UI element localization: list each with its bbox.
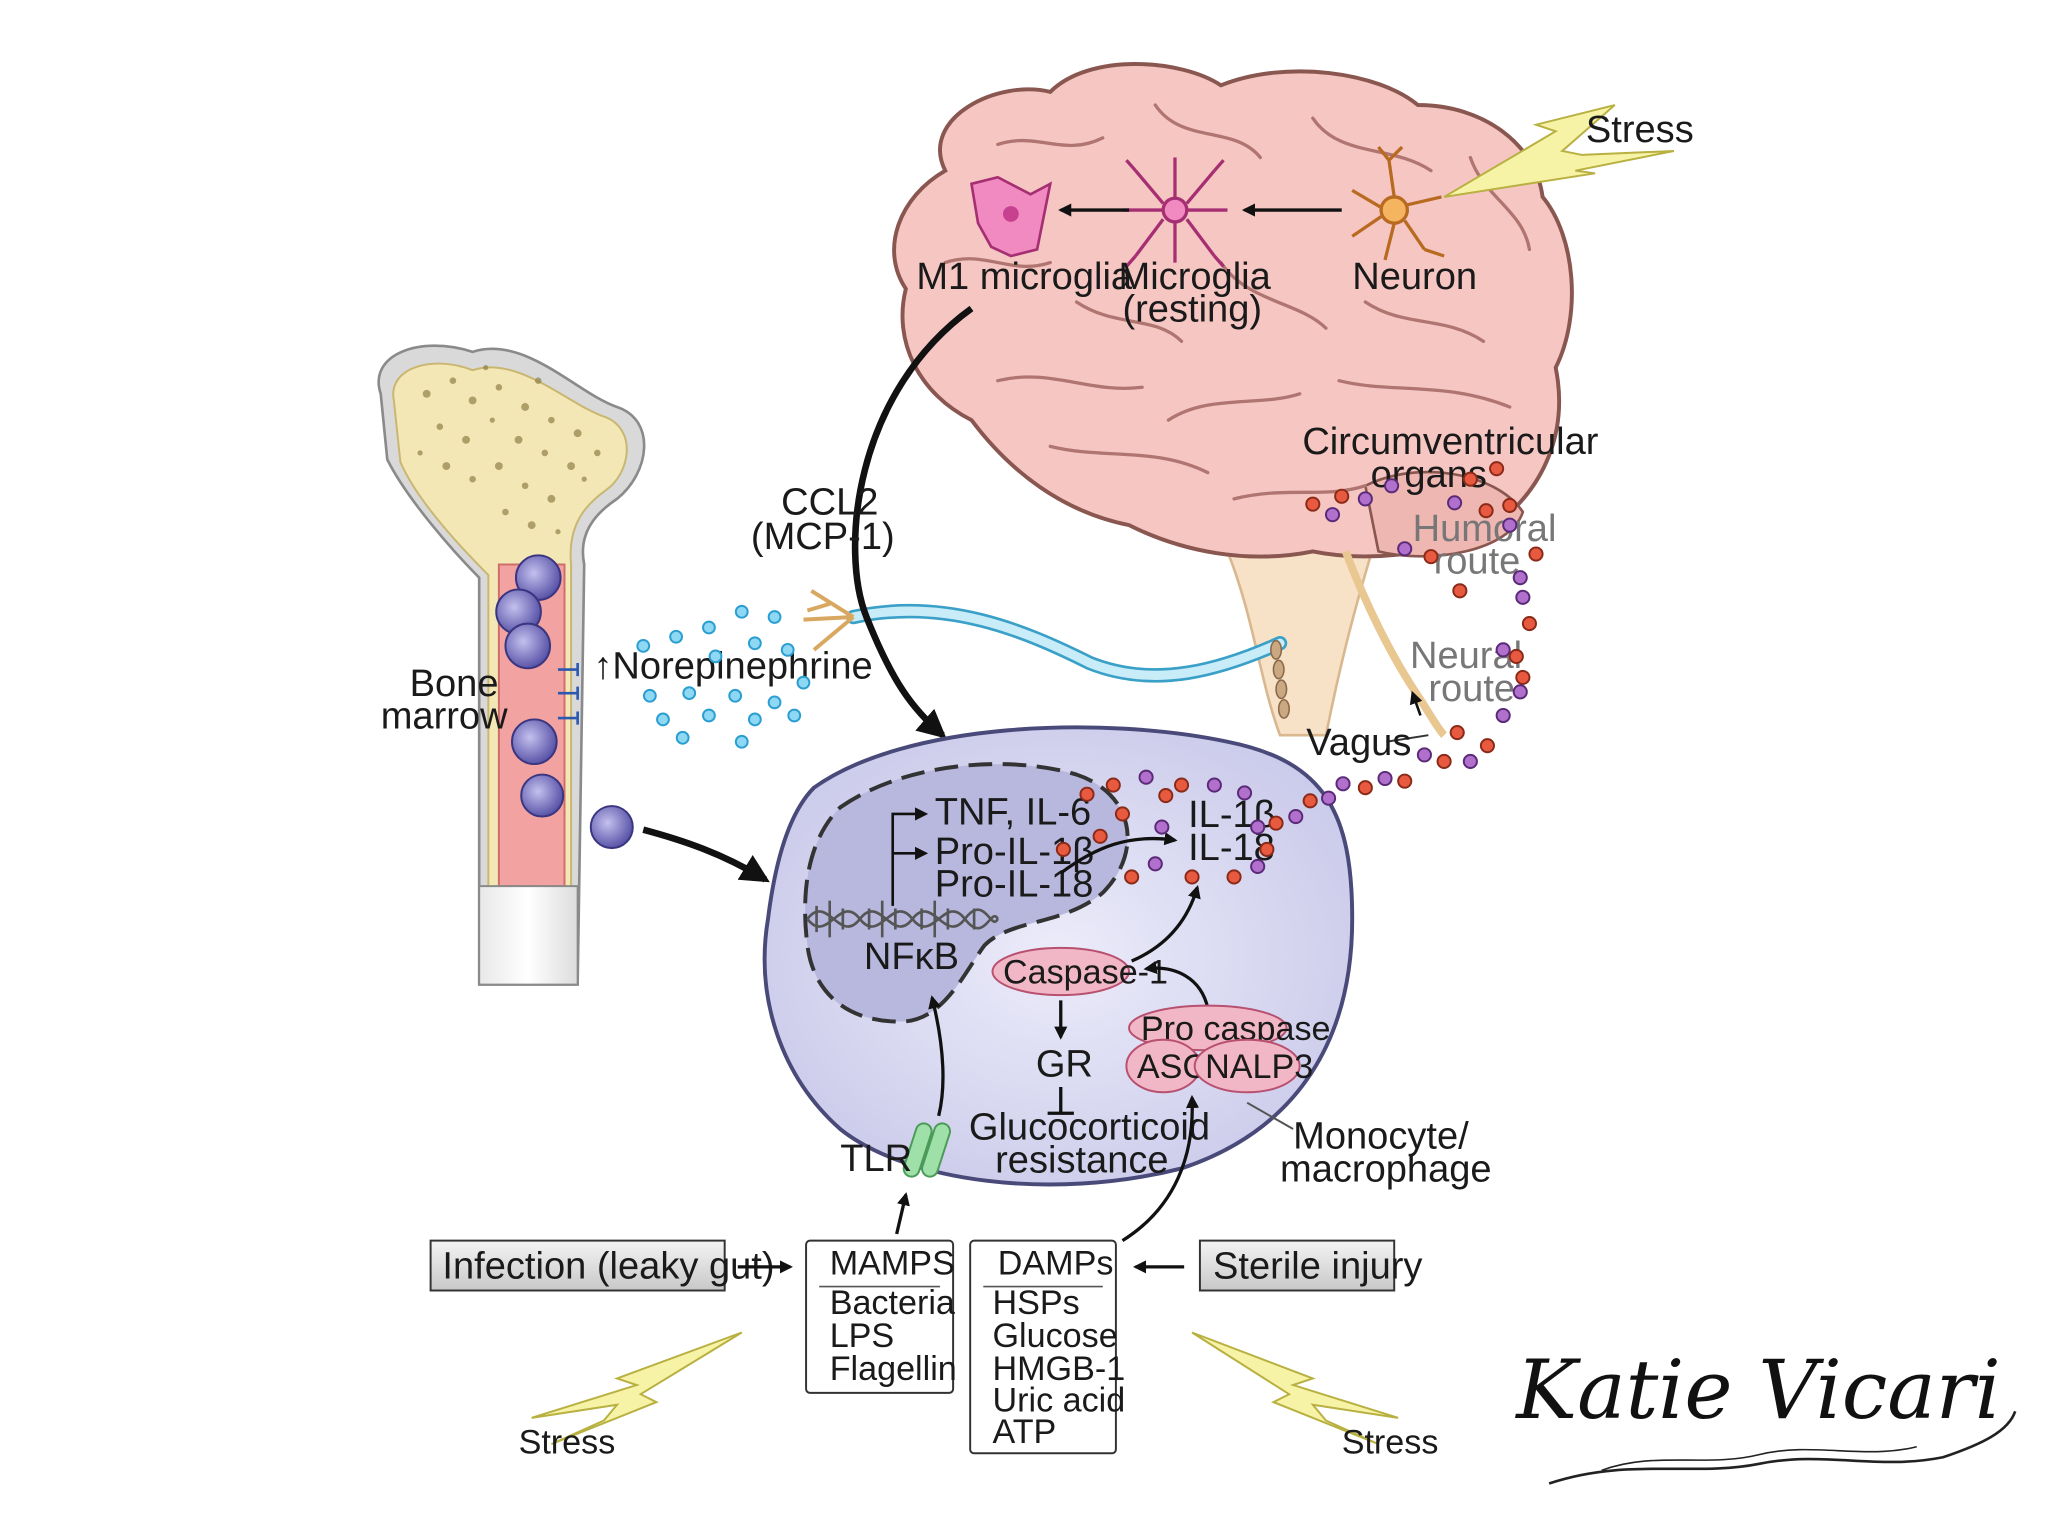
tnf-label: TNF, IL-6 bbox=[935, 791, 1092, 833]
damps-item: ATP bbox=[992, 1413, 1056, 1451]
caspase1-label: Caspase-1 bbox=[1003, 953, 1168, 991]
sympathetic-nerve bbox=[803, 589, 1290, 719]
signature-dna-flourish bbox=[1548, 1410, 2017, 1485]
nalp3-label: NALP3 bbox=[1205, 1048, 1313, 1086]
brain bbox=[892, 62, 1574, 737]
monocyte-pointer bbox=[1246, 1101, 1294, 1130]
circumventricular-label: Circumventricular bbox=[1302, 421, 1598, 463]
cerebellum bbox=[1363, 470, 1525, 558]
mamps-title: MAMPS bbox=[830, 1245, 955, 1283]
sterile-label: Sterile injury bbox=[1213, 1246, 1422, 1288]
infection-box: Infection (leaky gut) bbox=[429, 1239, 775, 1292]
marrow-cells bbox=[495, 554, 565, 818]
monocyte-label: Monocyte/ bbox=[1293, 1116, 1469, 1158]
arrow-mamps-to-tlr bbox=[895, 1192, 910, 1235]
stress-left-label: Stress bbox=[519, 1423, 616, 1461]
resting-microglia-icon bbox=[1122, 157, 1228, 268]
arrow-pro-to-mature bbox=[1059, 832, 1178, 875]
norepinephrine-label: ↑Norepinephrine bbox=[593, 646, 872, 688]
humoral-route-label: route bbox=[1434, 541, 1521, 583]
m1-microglia-label: M1 microglia bbox=[916, 256, 1133, 298]
arrow-ccl2 bbox=[851, 305, 974, 739]
infection-label: Infection (leaky gut) bbox=[442, 1246, 774, 1288]
ccl2-label: CCL2 bbox=[781, 482, 878, 524]
vagus-nerve bbox=[1341, 550, 1448, 738]
mamps-item: LPS bbox=[830, 1317, 895, 1355]
stress-top-label: Stress bbox=[1586, 109, 1694, 151]
neural-route-label: route bbox=[1428, 668, 1515, 710]
arrow-damps-to-inflammasome bbox=[1121, 1094, 1200, 1243]
caspase1-pill bbox=[991, 946, 1131, 997]
arrow-inflammasome-to-caspase bbox=[1143, 960, 1210, 1009]
cytokine-dots bbox=[1055, 461, 1544, 885]
arrow-tlr-to-nfkb bbox=[928, 995, 945, 1117]
damps-item: HSPs bbox=[992, 1284, 1079, 1322]
migrating-monocyte bbox=[589, 805, 634, 850]
neuron-icon bbox=[1351, 145, 1445, 261]
arrow-caspase-to-il bbox=[1131, 884, 1201, 963]
receptors bbox=[557, 662, 579, 725]
nucleus bbox=[803, 762, 1130, 1024]
bone-label: Bone bbox=[410, 663, 499, 705]
nfkb-label: NFκB bbox=[864, 936, 959, 978]
macrophage-label: macrophage bbox=[1280, 1149, 1492, 1191]
lightning-top-icon bbox=[1443, 104, 1675, 198]
mamps-item: Bacteria bbox=[830, 1284, 955, 1322]
vagus-label: Vagus bbox=[1306, 722, 1411, 764]
damps-item: HMGB-1 bbox=[992, 1350, 1125, 1388]
signature-text: Katie Vicari bbox=[1514, 1343, 2000, 1438]
sterile-box: Sterile injury bbox=[1198, 1239, 1422, 1292]
marrow-label: marrow bbox=[381, 696, 508, 738]
stress-right-label: Stress bbox=[1342, 1423, 1439, 1461]
mamps-box: MAMPS Bacteria LPS Flagellin bbox=[805, 1239, 957, 1394]
gc-label: Glucocorticoid bbox=[969, 1107, 1210, 1149]
transcription-line bbox=[891, 807, 929, 906]
gc-resistance-label: resistance bbox=[995, 1139, 1168, 1181]
lightning-right-icon bbox=[1191, 1331, 1399, 1446]
dna-helix-icon bbox=[806, 900, 999, 938]
damps-item: Uric acid bbox=[992, 1381, 1125, 1419]
tlr-label: TLR bbox=[840, 1138, 912, 1180]
norepinephrine-dots bbox=[636, 604, 811, 749]
brain-outline bbox=[892, 62, 1574, 559]
microglia-label: Microglia bbox=[1119, 256, 1272, 298]
neuron-label: Neuron bbox=[1352, 256, 1477, 298]
bone-shaft-bottom bbox=[478, 885, 579, 986]
mamps-item: Flagellin bbox=[830, 1350, 957, 1388]
gr-inhibit bbox=[1047, 1087, 1074, 1115]
m1-microglia-icon bbox=[969, 175, 1053, 258]
brainstem bbox=[1225, 550, 1374, 737]
mcp1-label: (MCP-1) bbox=[751, 516, 895, 558]
bone bbox=[377, 344, 646, 986]
gr-label: GR bbox=[1036, 1044, 1093, 1086]
signature: Katie Vicari bbox=[1514, 1343, 2017, 1485]
pro-il18-label: Pro-IL-18 bbox=[935, 864, 1094, 906]
nalp3-pill bbox=[1193, 1038, 1301, 1094]
damps-item: Glucose bbox=[992, 1317, 1117, 1355]
lightning-left-icon bbox=[531, 1331, 743, 1446]
arrow-neural-route bbox=[1409, 690, 1423, 716]
arrow-monocyte-to-cell bbox=[642, 826, 770, 883]
microglia-resting-label: (resting) bbox=[1122, 289, 1262, 331]
tlr-receptor-icon bbox=[902, 1122, 951, 1178]
damps-title: DAMPs bbox=[998, 1245, 1114, 1283]
vagus-pointer bbox=[1386, 734, 1429, 743]
damps-box: DAMPs HSPs Glucose HMGB-1 Uric acid ATP bbox=[969, 1239, 1125, 1455]
